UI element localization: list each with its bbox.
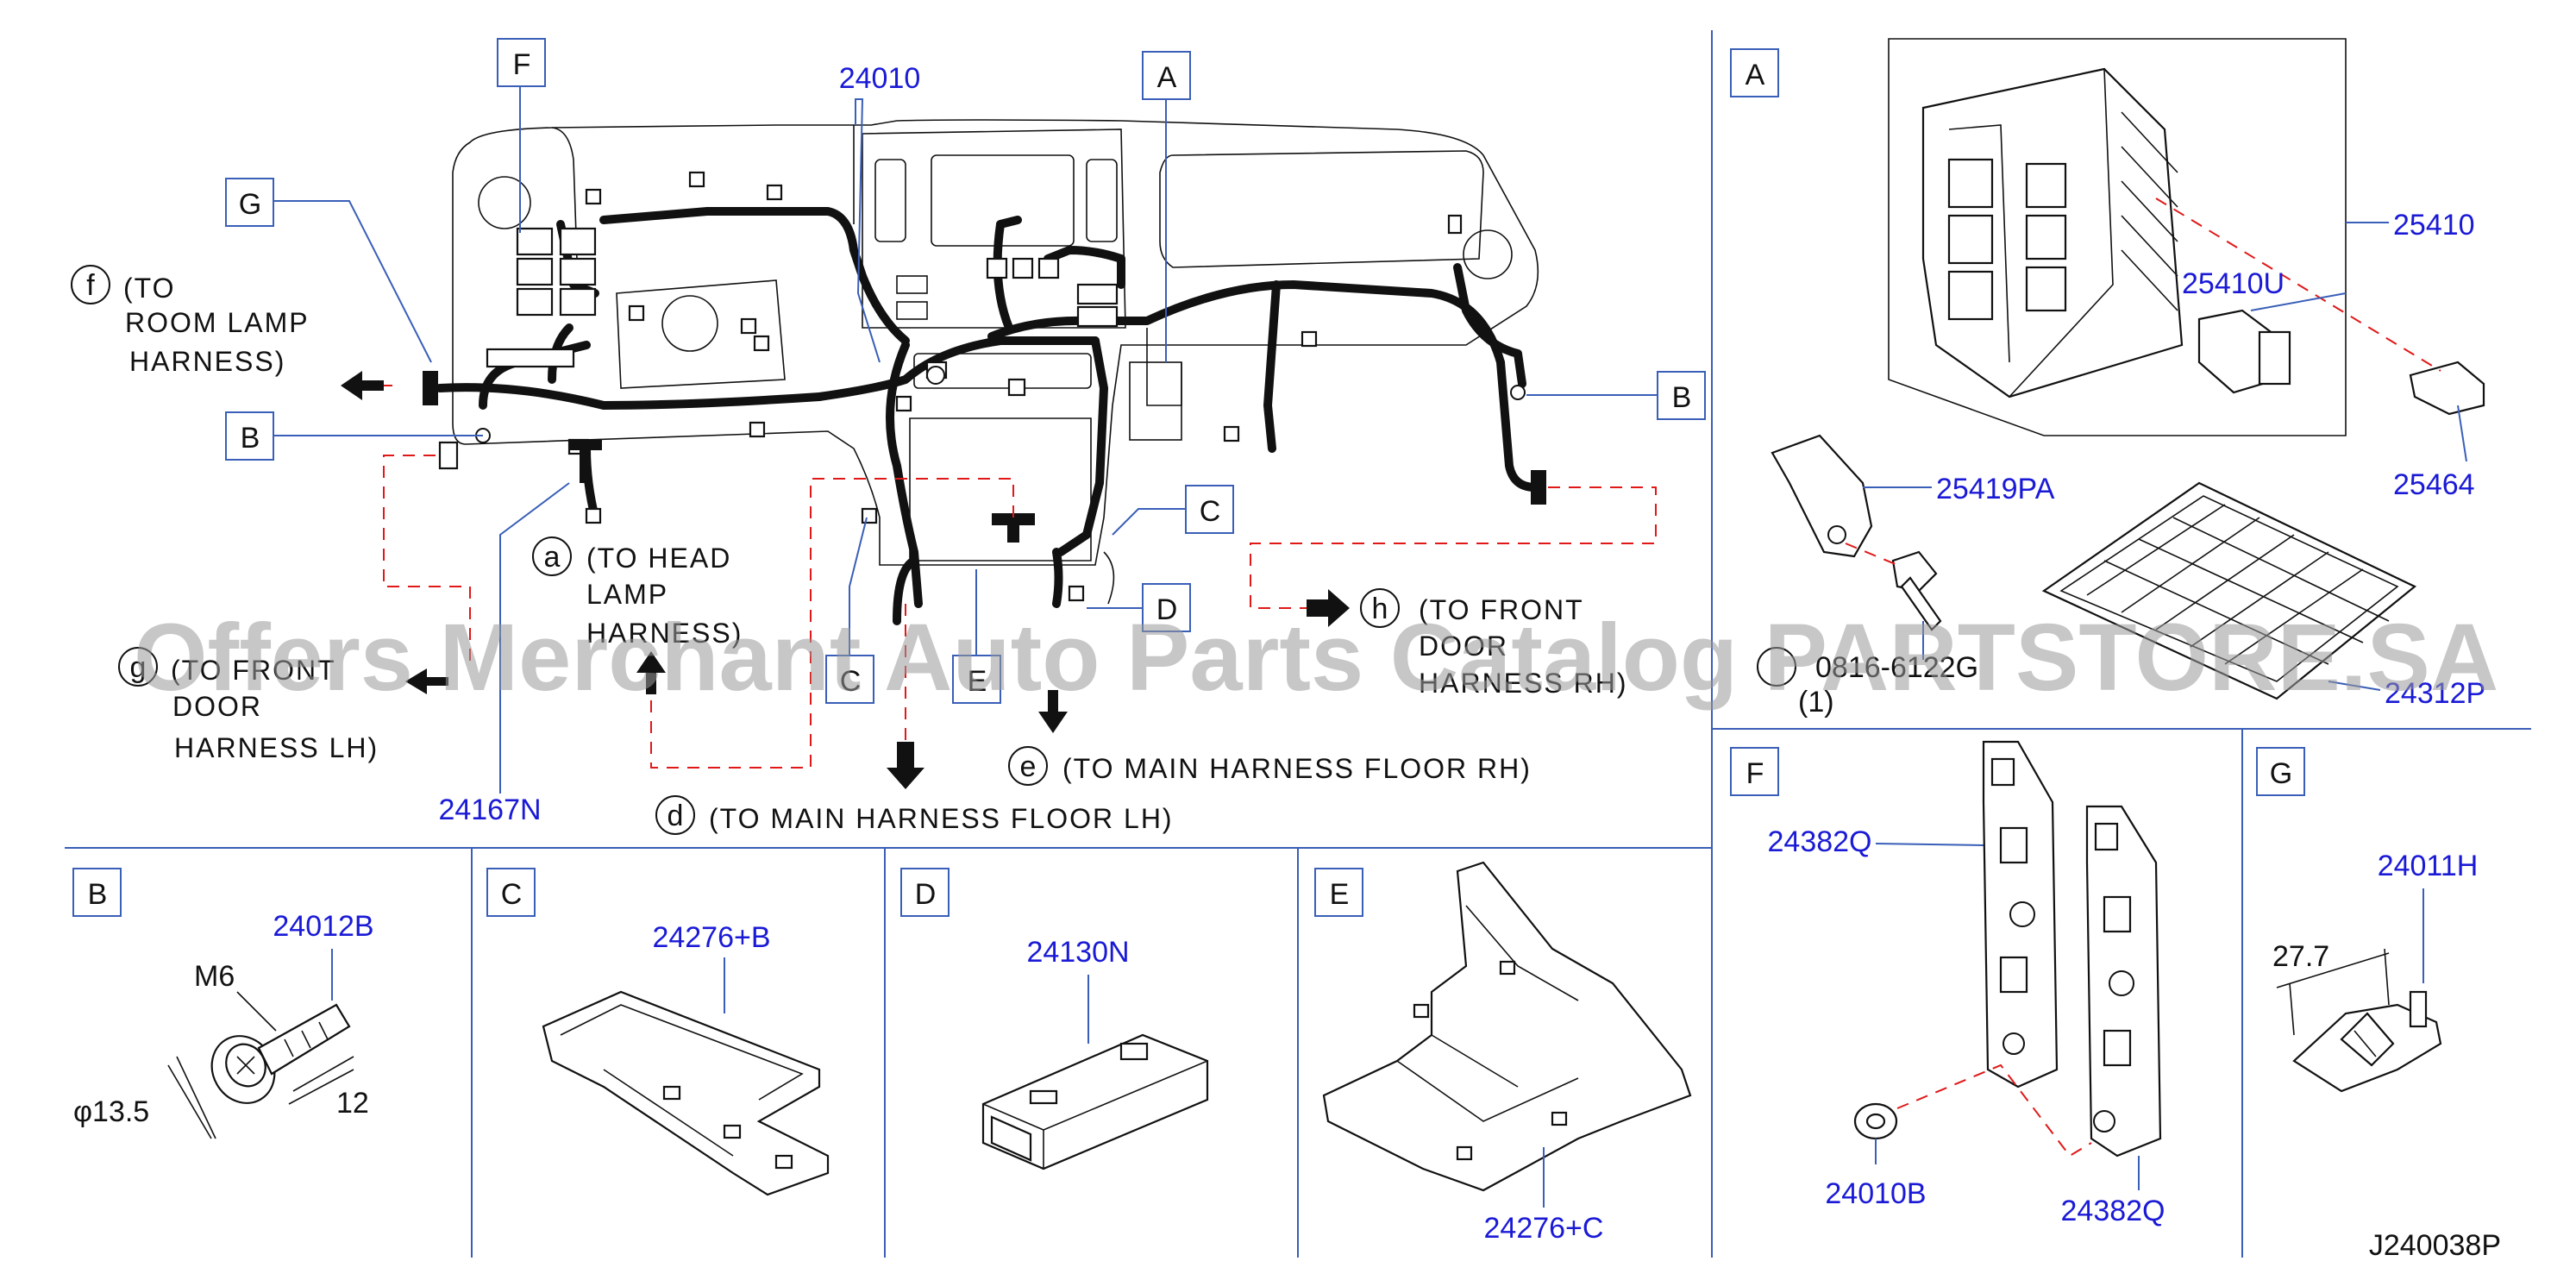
panel-A: A [1730,38,2485,718]
svg-text:D: D [915,878,937,911]
relay-25410U [2197,309,2291,394]
svg-text:(TO: (TO [123,273,176,304]
svg-text:h: h [1372,593,1388,625]
diameter-label: φ13.5 [73,1095,149,1128]
panel-D: D 24130N [900,868,1209,1170]
note-f: f (TO ROOM LAMP HARNESS) [71,265,310,377]
bracket-25419PA [1771,434,1873,558]
part-number-25410: 25410 [2393,209,2475,242]
direction-arrows [341,371,1350,789]
svg-text:e: e [1020,750,1037,783]
fuse-block [1921,67,2184,398]
part-number-24010B: 24010B [1825,1177,1926,1210]
bracket-24276B [542,990,830,1196]
bolt-quantity: (1) [1798,686,1834,718]
svg-text:(TO FRONT: (TO FRONT [1419,594,1584,625]
svg-text:HARNESS): HARNESS) [129,346,285,377]
fuse-25464 [2409,361,2485,416]
note-g: g (TO FRONT DOOR HARNESS LH) [118,647,379,763]
note-e: e (TO MAIN HARNESS FLOOR RH) [1008,746,1532,786]
nut-24010B [1853,1102,1898,1140]
part-number-24130N: 24130N [1026,936,1129,969]
note-h: h (TO FRONT DOOR HARNESS RH) [1360,588,1627,699]
clip-24011H [2292,990,2442,1093]
length-label: 12 [336,1087,369,1120]
svg-text:d: d [668,800,684,832]
part-number-24010: 24010 [839,62,921,95]
svg-text:f: f [86,269,95,302]
callout-D: D [1156,593,1178,626]
bolt [1891,550,1942,631]
watermark: Offers Merchant Auto Parts Catalog PARTS… [134,605,2498,711]
bolt-code: 0816-6122G [1815,651,1978,684]
panel-B: B 24012B M6 φ13.5 12 [72,868,374,1139]
flange-bolt [210,1003,351,1104]
svg-text:LAMP: LAMP [586,579,668,610]
part-number-25419PA: 25419PA [1936,473,2055,505]
svg-text:ROOM LAMP: ROOM LAMP [125,307,310,338]
svg-text:(TO MAIN HARNESS FLO: (TO MAIN HARNESS FLOOR RH) [1062,753,1532,784]
callout-E: E [968,665,987,698]
clip-strip-right [2085,805,2162,1158]
thread-size: M6 [194,960,235,993]
part-number-24012B: 24012B [273,910,373,943]
panel-G: G 24011H 27.7 [2256,747,2479,1093]
svg-text:E: E [1330,878,1350,911]
connector-24130N [981,1033,1209,1170]
svg-text:HARNESS RH): HARNESS RH) [1419,668,1627,699]
dimension-27-7: 27.7 [2272,940,2329,973]
panel-C: C 24276+B [486,868,830,1196]
part-number-24382Q-bottom: 24382Q [2061,1195,2165,1227]
dashboard-outline [452,119,1539,605]
callout-B-left: B [241,422,260,455]
callout-G: G [239,188,261,221]
svg-text:F: F [1746,757,1764,790]
note-a: a (TO HEAD LAMP HARNESS) [532,536,743,649]
callout-A: A [1157,61,1177,94]
part-number-24382Q-top: 24382Q [1768,825,1872,858]
callout-F: F [513,48,531,81]
svg-text:(TO FRONT: (TO FRONT [171,655,336,686]
svg-text:DOOR: DOOR [172,691,262,722]
svg-text:(TO HEAD: (TO HEAD [586,543,731,574]
panel-F: F 24382Q 24010B 24382Q [1730,740,2165,1227]
svg-text:a: a [544,541,561,574]
part-number-24167N: 24167N [438,794,541,826]
note-d: d (TO MAIN HARNESS FLOOR LH) [655,795,1174,835]
svg-text:B: B [88,878,108,911]
callout-C-lower: C [840,665,862,698]
part-number-24276+C: 24276+C [1484,1212,1604,1245]
svg-text:HARNESS): HARNESS) [586,618,743,649]
part-number-24312P: 24312P [2385,677,2485,710]
svg-text:C: C [501,878,523,911]
clip-strip-left [1982,740,2059,1089]
svg-text:(TO MAIN HARNESS FLO: (TO MAIN HARNESS FLOOR LH) [709,803,1174,834]
svg-text:g: g [130,651,147,684]
svg-text:HARNESS LH): HARNESS LH) [174,732,379,763]
panel-dividers [65,30,2531,1258]
svg-text:DOOR: DOOR [1419,631,1508,662]
callout-C: C [1200,495,1221,528]
harness-connectors [423,171,1546,602]
part-number-24276+B: 24276+B [652,921,770,954]
diagram-code: J240038P [2369,1229,2501,1262]
part-number-25464: 25464 [2393,468,2475,501]
svg-text:A: A [1746,59,1765,91]
svg-text:G: G [2270,757,2292,790]
part-number-25410U: 25410U [2182,267,2285,300]
callout-B-right: B [1672,381,1692,414]
mat-24312P [2041,481,2417,700]
part-number-24011H: 24011H [2378,850,2479,882]
bracket-24276C [1322,861,1692,1192]
panel-E: E 24276+C [1314,861,1692,1245]
main-callouts: F G B A B C D C E [225,38,1706,704]
